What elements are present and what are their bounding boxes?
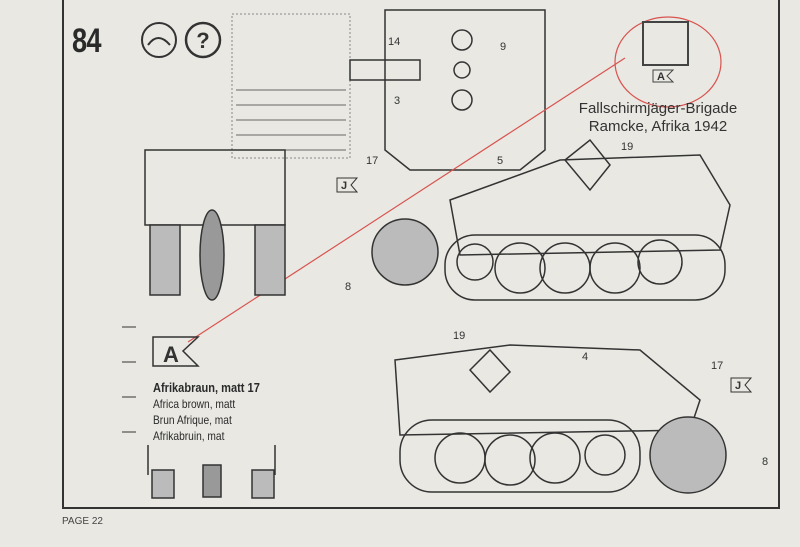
part-number: 4 <box>582 351 588 363</box>
paint-legend: Afrikabraun, matt 17 Africa brown, matt … <box>153 380 260 444</box>
color-code-flag <box>152 336 200 367</box>
color-code: A <box>163 342 179 367</box>
top-view <box>349 9 546 171</box>
decal-letter: J <box>341 180 347 192</box>
marking-caption: Fallschirmjäger-Brigade Ramcke, Afrika 1… <box>558 100 758 136</box>
page-frame <box>62 0 780 509</box>
part-number: 14 <box>388 36 400 48</box>
page-number: PAGE 22 <box>62 516 103 527</box>
part-number: 19 <box>621 141 633 153</box>
highlight-circle <box>614 16 722 108</box>
part-number: 9 <box>500 41 506 53</box>
rear-view <box>147 445 276 499</box>
front-view <box>144 149 286 301</box>
side-view-upper <box>371 138 731 301</box>
decal-water-icon <box>141 22 177 58</box>
paint-name-en: Africa brown, matt <box>153 397 236 411</box>
part-number: 19 <box>453 330 465 342</box>
part-number: 3 <box>394 95 400 107</box>
part-number: 8 <box>345 281 351 293</box>
caption-line: Fallschirmjäger-Brigade <box>578 100 738 117</box>
part-number: 17 <box>711 360 723 372</box>
decal-sheet <box>231 13 351 159</box>
part-number: 8 <box>762 456 768 468</box>
decal-letter: J <box>735 380 741 392</box>
svg-text:?: ? <box>196 28 209 53</box>
paint-name-fr: Brun Afrique, mat <box>153 413 232 427</box>
step-number: 84 <box>72 22 101 60</box>
paint-name-nl: Afrikabruin, mat <box>153 429 225 443</box>
part-number: 5 <box>497 155 503 167</box>
paint-name-de: Afrikabraun, matt 17 <box>153 380 260 395</box>
marking-square <box>642 21 689 66</box>
part-number: 17 <box>366 155 378 167</box>
color-code-small: A <box>657 71 665 83</box>
side-view-lower <box>394 344 727 494</box>
caption-line: Ramcke, Afrika 1942 <box>588 118 728 135</box>
question-icon: ? <box>184 21 222 59</box>
